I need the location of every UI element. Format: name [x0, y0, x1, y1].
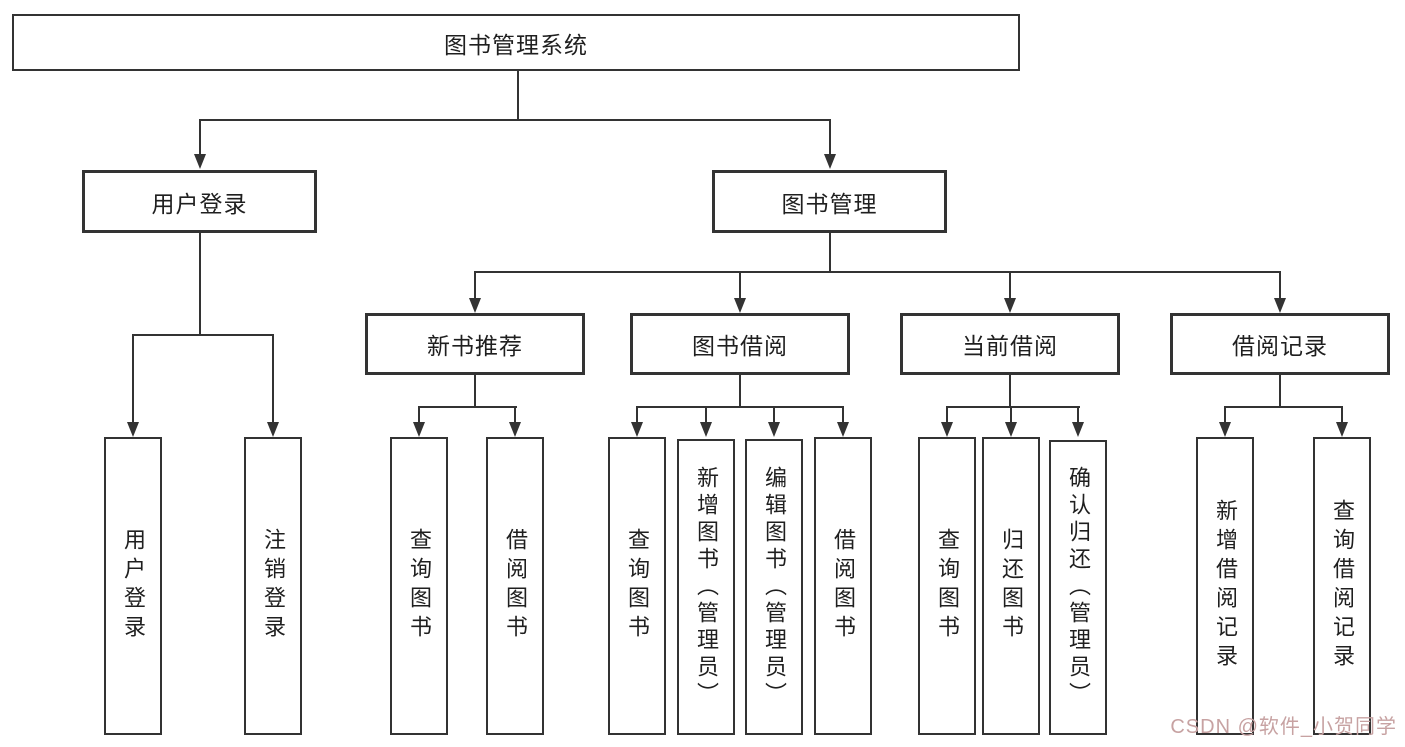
node-book-mgmt: 图书管理 — [712, 170, 947, 233]
node-book-borrow: 图书借阅 — [630, 313, 850, 375]
connector-borrow-horizontal — [636, 406, 844, 408]
connector-stub-br-query — [1341, 406, 1343, 424]
arrow-down-icon — [127, 422, 139, 437]
node-book-mgmt-label: 图书管理 — [781, 190, 878, 217]
connector-book-horizontal — [474, 271, 1281, 273]
node-cb-confirm: 确认归还（管理员） — [1049, 440, 1107, 735]
connector-stub-cb-confirm — [1077, 406, 1079, 424]
connector-root-vertical — [517, 70, 519, 120]
connector-stub-nb-query — [418, 406, 420, 424]
node-current-borrow: 当前借阅 — [900, 313, 1120, 375]
node-borrow-record-label: 借阅记录 — [1232, 333, 1328, 359]
connector-stub-bb-edit — [773, 406, 775, 424]
connector-stub-book-mgmt — [829, 119, 831, 159]
node-bb-add: 新增图书（管理员） — [677, 439, 735, 735]
node-book-borrow-label: 图书借阅 — [692, 333, 788, 359]
arrow-down-icon — [413, 422, 425, 437]
connector-record-horizontal — [1224, 406, 1343, 408]
node-br-query: 查询借阅记录 — [1313, 437, 1371, 735]
connector-newbook-horizontal — [418, 406, 517, 408]
node-ul-login-label: 用户登录 — [121, 528, 146, 644]
arrow-down-icon — [1336, 422, 1348, 437]
connector-stub-cb-query — [946, 406, 948, 424]
node-nb-query-label: 查询图书 — [407, 528, 432, 644]
node-bb-edit: 编辑图书（管理员） — [745, 439, 803, 735]
node-nb-borrow: 借阅图书 — [486, 437, 544, 735]
node-nb-borrow-label: 借阅图书 — [503, 528, 528, 644]
connector-stub-user-login — [199, 119, 201, 159]
node-cb-return: 归还图书 — [982, 437, 1040, 735]
arrow-down-icon — [941, 422, 953, 437]
node-user-login-label: 用户登录 — [151, 190, 248, 217]
arrow-down-icon — [509, 422, 521, 437]
node-ul-logout: 注销登录 — [244, 437, 302, 735]
connector-stub-nb-borrow — [514, 406, 516, 424]
node-user-login: 用户登录 — [82, 170, 317, 233]
node-new-book: 新书推荐 — [365, 313, 585, 375]
connector-root-horizontal — [199, 119, 831, 121]
connector-stub-cb-return — [1010, 406, 1012, 424]
connector-current-vertical — [1009, 375, 1011, 408]
node-bb-borrow-label: 借阅图书 — [831, 528, 856, 644]
connector-stub-bb-query — [636, 406, 638, 424]
connector-stub-bb-add — [705, 406, 707, 424]
node-cb-query-label: 查询图书 — [935, 528, 960, 644]
node-bb-borrow: 借阅图书 — [814, 437, 872, 735]
node-borrow-record: 借阅记录 — [1170, 313, 1390, 375]
node-ul-logout-label: 注销登录 — [261, 528, 286, 644]
arrow-down-icon — [194, 154, 206, 169]
node-new-book-label: 新书推荐 — [427, 333, 523, 359]
connector-stub-ul-login — [132, 334, 134, 424]
arrow-down-icon — [1072, 422, 1084, 437]
arrow-down-icon — [837, 422, 849, 437]
arrow-down-icon — [631, 422, 643, 437]
connector-stub-book-borrow — [739, 271, 741, 301]
node-cb-return-label: 归还图书 — [999, 528, 1024, 644]
node-ul-login: 用户登录 — [104, 437, 162, 735]
connector-stub-br-add — [1224, 406, 1226, 424]
node-bb-edit-label: 编辑图书（管理员） — [762, 465, 787, 709]
node-nb-query: 查询图书 — [390, 437, 448, 735]
node-br-query-label: 查询借阅记录 — [1330, 499, 1355, 673]
arrow-down-icon — [1274, 298, 1286, 313]
arrow-down-icon — [824, 154, 836, 169]
node-br-add-label: 新增借阅记录 — [1213, 499, 1238, 673]
connector-newbook-vertical — [474, 375, 476, 408]
connector-user-horizontal — [132, 334, 274, 336]
node-bb-query-label: 查询图书 — [625, 528, 650, 644]
node-bb-query: 查询图书 — [608, 437, 666, 735]
connector-book-vertical — [829, 233, 831, 273]
node-br-add: 新增借阅记录 — [1196, 437, 1254, 735]
arrow-down-icon — [768, 422, 780, 437]
arrow-down-icon — [1005, 422, 1017, 437]
node-cb-confirm-label: 确认归还（管理员） — [1066, 466, 1091, 709]
node-root: 图书管理系统 — [12, 14, 1020, 71]
connector-stub-new-book — [474, 271, 476, 301]
arrow-down-icon — [1219, 422, 1231, 437]
connector-current-horizontal — [946, 406, 1080, 408]
connector-borrow-vertical — [739, 375, 741, 408]
node-current-borrow-label: 当前借阅 — [962, 333, 1058, 359]
arrow-down-icon — [734, 298, 746, 313]
connector-stub-ul-logout — [272, 334, 274, 424]
arrow-down-icon — [700, 422, 712, 437]
arrow-down-icon — [267, 422, 279, 437]
node-bb-add-label: 新增图书（管理员） — [694, 465, 719, 709]
arrow-down-icon — [469, 298, 481, 313]
connector-record-vertical — [1279, 375, 1281, 408]
watermark: CSDN @软件_小贺同学 — [1170, 716, 1397, 738]
connector-stub-borrow-record — [1279, 271, 1281, 301]
connector-user-vertical — [199, 233, 201, 335]
connector-stub-current-borrow — [1009, 271, 1011, 301]
node-cb-query: 查询图书 — [918, 437, 976, 735]
connector-stub-bb-borrow — [842, 406, 844, 424]
arrow-down-icon — [1004, 298, 1016, 313]
node-root-label: 图书管理系统 — [444, 31, 588, 58]
